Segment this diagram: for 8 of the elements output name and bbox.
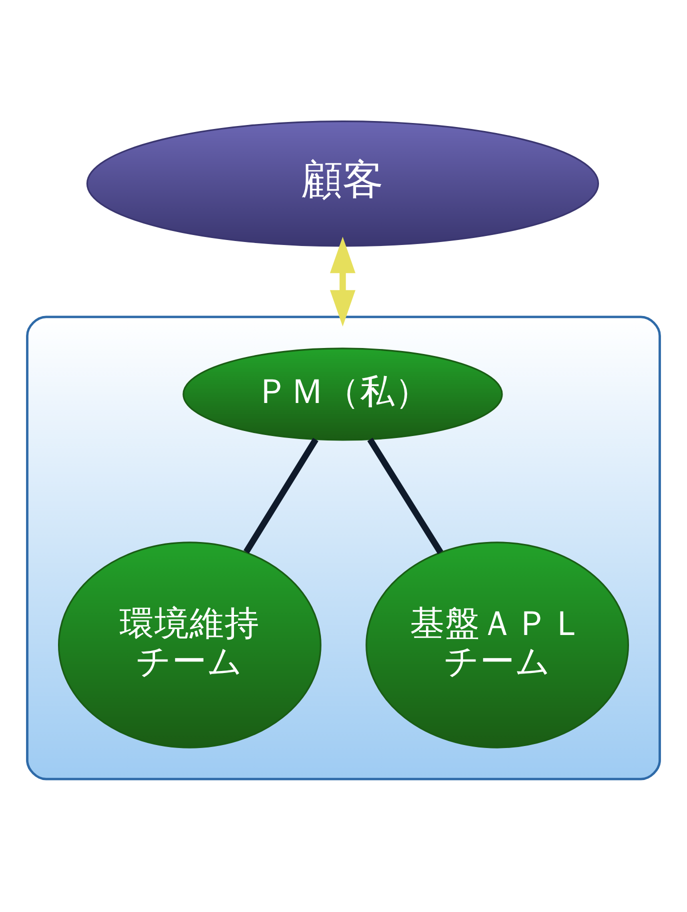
node-ellipse: 顧客 (86, 120, 600, 246)
arrow (330, 236, 356, 326)
connector (367, 437, 444, 554)
connector (244, 437, 318, 554)
node-ellipse: 基盤ＡＰＬチーム (366, 541, 629, 748)
cluster (26, 315, 661, 780)
node-ellipse: ＰＭ（私） (182, 347, 503, 440)
node-ellipse: 環境維持チーム (58, 541, 322, 748)
